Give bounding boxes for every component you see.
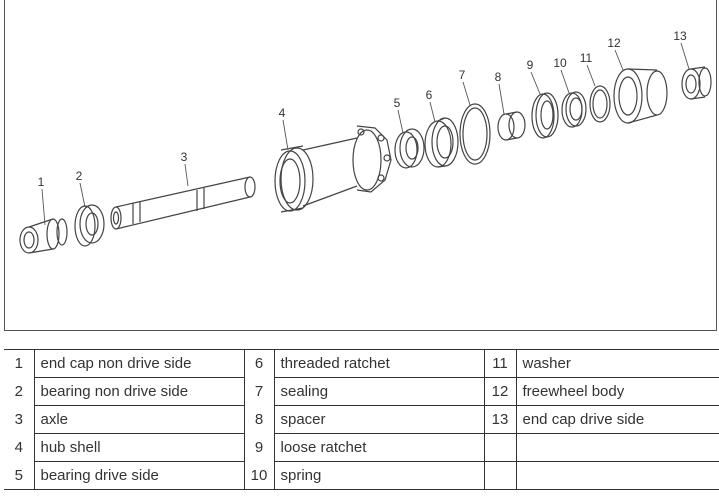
part-sealing (459, 103, 491, 165)
part-freewheel-body (613, 68, 668, 124)
table-row: 5 bearing drive side 10 spring (4, 461, 719, 490)
part-name: freewheel body (516, 377, 719, 406)
part-number (484, 461, 517, 490)
table-row: 1 end cap non drive side 6 threaded ratc… (4, 349, 719, 378)
part-name: spacer (274, 405, 485, 434)
part-loose-ratchet (531, 92, 559, 139)
part-number: 11 (484, 349, 517, 378)
table-row: 2 bearing non drive side 7 sealing 12 fr… (4, 377, 719, 406)
callout-2: 2 (76, 169, 83, 183)
part-name: sealing (274, 377, 485, 406)
part-number (484, 433, 517, 462)
part-axle (110, 176, 256, 230)
part-number: 2 (4, 377, 35, 406)
part-number: 1 (4, 349, 35, 378)
part-name: hub shell (34, 433, 245, 462)
part-name: spring (274, 461, 485, 490)
callout-leaders (41, 42, 690, 226)
part-name (516, 461, 719, 490)
exploded-view-diagram: 1 2 3 4 5 6 7 8 9 10 11 12 13 (4, 0, 717, 331)
part-number: 10 (244, 461, 275, 490)
part-number: 3 (4, 405, 35, 434)
part-number: 8 (244, 405, 275, 434)
part-number: 6 (244, 349, 275, 378)
callout-10: 10 (553, 56, 567, 70)
part-end-cap-drive-side (681, 66, 712, 100)
callout-13: 13 (673, 29, 687, 43)
part-spring (561, 91, 587, 128)
hub-exploded-drawing: 1 2 3 4 5 6 7 8 9 10 11 12 13 (19, 29, 712, 254)
table-row: 3 axle 8 spacer 13 end cap drive side (4, 405, 719, 434)
part-name: bearing non drive side (34, 377, 245, 406)
part-name: threaded ratchet (274, 349, 485, 378)
part-end-cap-non-drive-side (19, 218, 68, 254)
part-bearing-drive-side (394, 128, 425, 169)
part-threaded-ratchet (424, 117, 459, 168)
part-name: end cap drive side (516, 405, 719, 434)
part-washer (589, 85, 611, 123)
part-number: 5 (4, 461, 35, 490)
part-name: end cap non drive side (34, 349, 245, 378)
part-number: 4 (4, 433, 35, 462)
part-number: 12 (484, 377, 517, 406)
part-name (516, 433, 719, 462)
part-bearing-non-drive-side (74, 204, 105, 247)
part-name: washer (516, 349, 719, 378)
part-number: 9 (244, 433, 275, 462)
parts-legend-table: 1 end cap non drive side 6 threaded ratc… (4, 349, 719, 490)
part-number: 13 (484, 405, 517, 434)
table-row: 4 hub shell 9 loose ratchet (4, 433, 719, 462)
callout-11: 11 (580, 51, 593, 65)
callout-8: 8 (495, 70, 502, 84)
part-number: 7 (244, 377, 275, 406)
callout-5: 5 (394, 96, 401, 110)
callout-9: 9 (527, 58, 534, 72)
callout-12: 12 (607, 36, 621, 50)
part-spacer (497, 111, 526, 141)
callout-7: 7 (459, 68, 466, 82)
part-name: loose ratchet (274, 433, 485, 462)
callout-4: 4 (279, 106, 286, 120)
part-hub-shell (274, 125, 392, 213)
part-name: bearing drive side (34, 461, 245, 490)
callout-3: 3 (181, 150, 188, 164)
callout-6: 6 (426, 88, 433, 102)
callout-1: 1 (38, 175, 45, 189)
part-name: axle (34, 405, 245, 434)
